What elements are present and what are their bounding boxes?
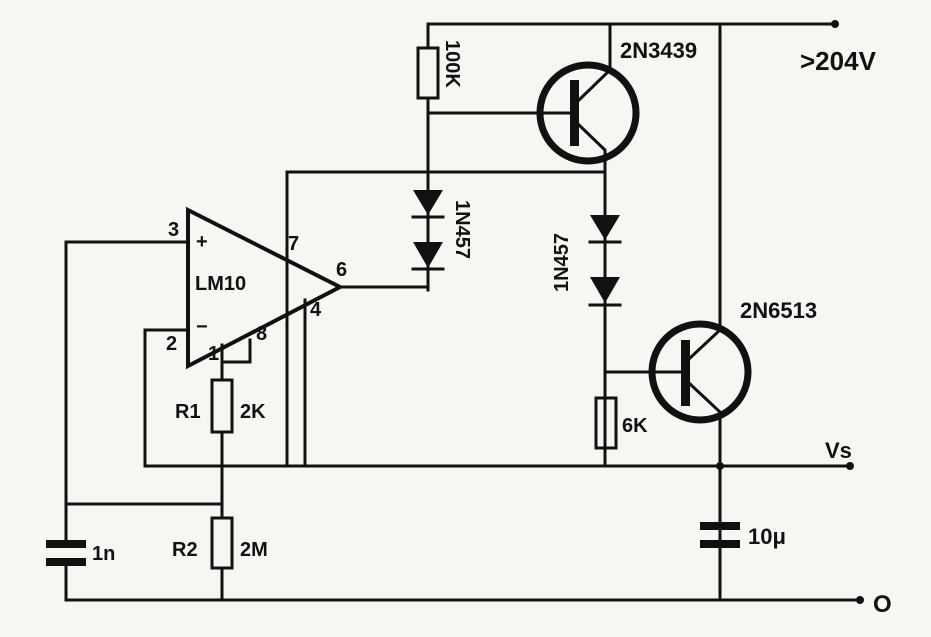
- resistor-r1: [210, 378, 234, 434]
- capacitor-10u: [700, 522, 740, 530]
- diode-d2-bars: [588, 240, 622, 307]
- r1-name: R1: [175, 401, 201, 423]
- d1-label: 1N457: [451, 200, 473, 259]
- q1-base-bar: [570, 80, 579, 146]
- pin4: 4: [310, 299, 322, 321]
- resistor-6k: [594, 396, 618, 450]
- output-label: Vs: [825, 438, 852, 463]
- opamp-wires: [64, 240, 307, 468]
- q1-leads: [576, 22, 612, 180]
- pin2: 2: [166, 333, 177, 355]
- c2-label: 10μ: [748, 524, 786, 549]
- d1-wire: [338, 176, 430, 292]
- capacitor-1n-plate: [46, 558, 86, 566]
- capacitor-10u-plate: [700, 540, 740, 548]
- opamp-lm10: [186, 206, 345, 370]
- q2-leads: [687, 22, 722, 602]
- pin8: 8: [256, 323, 267, 345]
- supply-label: >204V: [800, 46, 877, 76]
- q1-label: 2N3439: [620, 38, 697, 63]
- plus-sign: +: [196, 231, 208, 253]
- ground-label: O: [873, 591, 892, 618]
- r2-name: R2: [172, 539, 198, 561]
- output-terminal: [846, 462, 854, 470]
- minus-sign: −: [196, 316, 208, 338]
- ground-terminal: [856, 596, 864, 604]
- r100k-label: 100K: [441, 40, 463, 88]
- diode-d1: [413, 190, 443, 268]
- resistor-100k: [416, 46, 440, 100]
- r1-value: 2K: [240, 401, 266, 423]
- opamp-label: LM10: [195, 273, 246, 295]
- pin3: 3: [168, 219, 179, 241]
- capacitor-1n: [46, 540, 86, 548]
- diode-d2: [590, 215, 620, 303]
- q2-base-bar: [681, 340, 690, 406]
- r6k-label: 6K: [622, 415, 648, 437]
- supply-terminal: [831, 20, 839, 28]
- diode-d1-bars: [411, 215, 445, 271]
- resistor-r2: [210, 516, 234, 570]
- pin18-wire: [220, 338, 252, 364]
- q2-label: 2N6513: [740, 298, 817, 323]
- junction: [716, 462, 724, 470]
- c1-label: 1n: [92, 543, 115, 565]
- pin6: 6: [336, 259, 347, 281]
- r2-value: 2M: [240, 539, 268, 561]
- d2-label: 1N457: [551, 233, 573, 292]
- pin7: 7: [288, 233, 299, 255]
- left-wire: [64, 240, 224, 602]
- pin1: 1: [208, 343, 219, 365]
